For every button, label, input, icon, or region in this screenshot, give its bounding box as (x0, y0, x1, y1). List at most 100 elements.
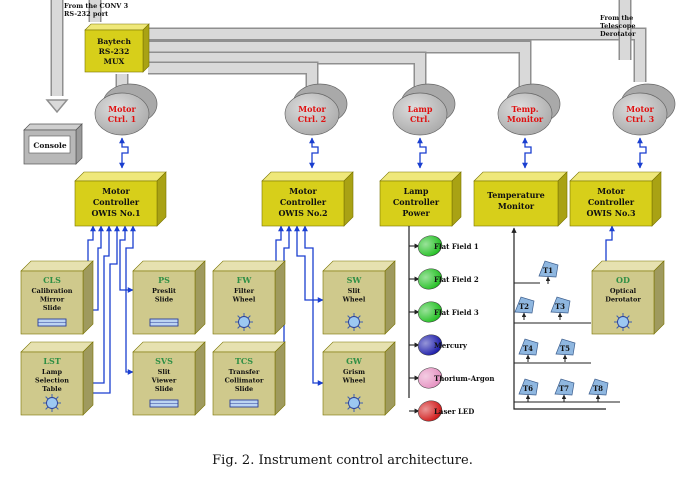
ctrl-cylinder-4-label-line-1: Temp. (512, 104, 539, 114)
mux-label-line-3: MUX (104, 57, 125, 66)
device-box-svs-code: SVS (155, 356, 173, 366)
controller-2-label-line-3: OWIS No.2 (278, 208, 327, 218)
ctrl-cylinder-2 (284, 92, 340, 136)
device-box-svs-name-line-1: Slit (158, 368, 171, 376)
device-box-cls-name-line-2: Mirror (40, 296, 65, 304)
telescope-label-line-3: Derotator (600, 30, 636, 38)
device-box-gw-name-line-2: Wheel (342, 377, 366, 385)
mux-label-line-1: Baytech (97, 37, 131, 46)
device-box-sw-top (322, 260, 396, 272)
lamp-5-bulb-shine (418, 367, 442, 389)
sensor-t2-shape (514, 296, 535, 314)
sensor-t1-shape (538, 260, 559, 278)
controller-box-3-side (451, 171, 462, 227)
sensor-t1-label: T1 (543, 266, 553, 275)
device-box-fw-wheel-icon (238, 316, 250, 328)
controller-1-label-line-3: OWIS No.1 (91, 208, 140, 218)
device-box-od-wheel-icon (617, 316, 629, 328)
controller-box-2-side (343, 171, 354, 227)
device-box-lst-name-line-1: Lamp (42, 368, 63, 376)
device-box-ps-top (132, 260, 206, 272)
device-box-svs-side (194, 341, 206, 416)
sensor-t3-label: T3 (555, 302, 565, 311)
sensor-t7-shape (554, 378, 575, 396)
device-box-ps-name-line-2: Slide (155, 296, 173, 304)
pipe-conv-arrow (45, 99, 69, 114)
device-box-lst-top (20, 341, 94, 353)
pipe-mux-to-temp (148, 42, 530, 90)
lamp-1-bulb-shine (418, 235, 442, 257)
controller-5-label-line-2: Controller (588, 197, 635, 207)
ctrl-cylinder-4-label-line-2: Monitor (507, 114, 544, 124)
controller-box-2-front (261, 180, 345, 227)
controller-box-5-side (651, 171, 662, 227)
ctrl-cylinder-1 (94, 92, 150, 136)
controller-box-1-top (74, 171, 167, 182)
controller-box-4-front (473, 180, 559, 227)
device-box-ps-side (194, 260, 206, 335)
serial-cable-pipes (45, 0, 647, 114)
sensor-t6-shape (518, 378, 539, 396)
conv-label-line-1: From the CONV 3 (64, 2, 129, 10)
device-box-lst-wheel-icon (46, 397, 58, 409)
lamp-2-label: Flat Field 2 (434, 275, 479, 284)
link-device-11 (603, 225, 615, 272)
controller-box-1-front (74, 180, 158, 227)
controller-1-label-line-1: Motor (102, 186, 130, 196)
device-box-ps-code: PS (158, 275, 170, 285)
lamp-4-label: Mercury (434, 341, 468, 350)
device-box-tcs-name-line-1: Transfer (229, 368, 260, 376)
mux-box-top (84, 23, 150, 31)
calibration-lamps: Flat Field 1 Flat Field 2 Flat Field 3 Merc… (408, 226, 495, 422)
device-box-fw-name-line-2: Wheel (232, 296, 256, 304)
ctrl-cylinder-5 (612, 92, 668, 136)
controller-box-5-front (569, 180, 653, 227)
controller-box-4-side (557, 171, 568, 227)
device-box-gw-wheel-icon (348, 397, 360, 409)
device-box-svs-top (132, 341, 206, 353)
sensor-t7-label: T7 (559, 384, 569, 393)
device-box-lst-code: LST (43, 356, 60, 366)
mux-box-side (142, 23, 150, 73)
ctrl-cylinder-2-label-line-2: Ctrl. 2 (298, 114, 326, 124)
controller-box-5-top (569, 171, 662, 182)
ctrl-cylinder-3-label-line-1: Lamp (408, 104, 433, 114)
device-box-ps-name-line-1: Preslit (152, 287, 176, 295)
controller-1-label-line-2: Controller (93, 197, 140, 207)
device-box-gw-top (322, 341, 396, 353)
figure-caption: Fig. 2. Instrument control architecture. (212, 453, 473, 468)
device-box-sw-name-line-2: Wheel (342, 296, 366, 304)
ctrl-cylinder-1-label-line-1: Motor (108, 104, 136, 114)
device-box-od-side (653, 260, 665, 335)
device-box-lst-side (82, 341, 94, 416)
sensor-bus (513, 230, 606, 410)
sensor-t2-label: T2 (519, 302, 529, 311)
console-top (23, 123, 83, 131)
link-ctrl-4 (522, 137, 532, 169)
device-boxes: CLSCalibrationMirrorSlidePSPreslitSlideL… (20, 260, 665, 416)
ctrl-cylinder-3 (392, 92, 448, 136)
device-box-cls-code: CLS (43, 275, 61, 285)
device-box-lst-name-line-2: Selection (35, 377, 69, 385)
link-ctrl-3 (417, 137, 427, 169)
lamp-3-label: Flat Field 3 (434, 308, 479, 317)
pipe-mux-to-ctrl2 (148, 63, 317, 90)
device-box-cls-name-line-1: Calibration (31, 287, 72, 295)
link-device-5 (119, 225, 134, 293)
pipe-mux-to-lamp (148, 53, 425, 90)
sensor-t5-shape (555, 338, 576, 356)
mux-label-line-2: RS-232 (99, 47, 130, 56)
device-box-sw-name-line-1: Slit (348, 287, 361, 295)
device-box-fw-code: FW (237, 275, 253, 285)
controller-box-2-top (261, 171, 354, 182)
ctrl-cylinder-2-label-line-1: Motor (298, 104, 326, 114)
sensor-t4-label: T4 (523, 344, 533, 353)
lamp-1-label: Flat Field 1 (434, 242, 479, 251)
lamp-6-bulb-shine (418, 400, 442, 422)
device-box-od-code: OD (616, 275, 630, 285)
mux-box-front (84, 29, 144, 73)
device-box-gw-code: GW (346, 356, 363, 366)
device-box-tcs-side (274, 341, 286, 416)
sensor-t8-label: T8 (593, 384, 603, 393)
